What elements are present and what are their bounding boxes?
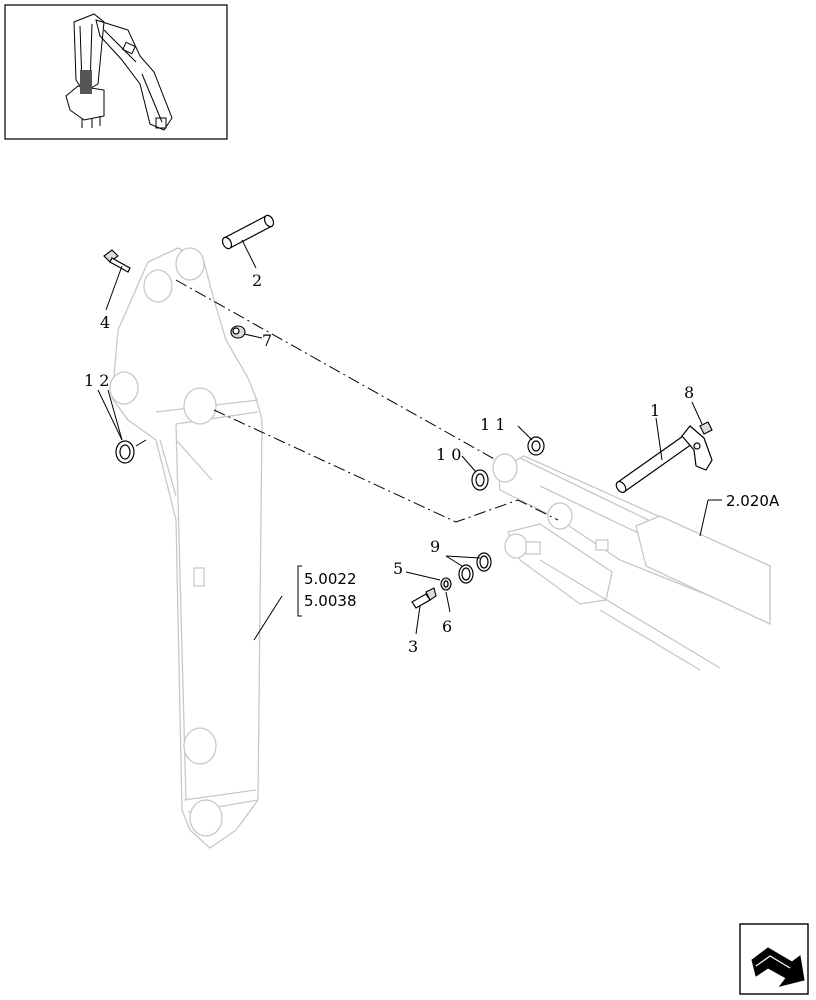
- callout-7: 7: [262, 331, 272, 350]
- leader-lines: [97, 239, 722, 641]
- callout-8: 8: [684, 383, 694, 402]
- dipper-arm-ghost: [109, 247, 263, 849]
- excavator-arm-thumbnail-icon: [65, 13, 173, 131]
- pin-part-1[interactable]: [614, 425, 713, 494]
- washer-part-10[interactable]: [471, 469, 489, 491]
- next-page-arrow-icon[interactable]: [739, 923, 809, 995]
- centerline-lower-pin: [213, 409, 559, 523]
- callout-9: 9: [430, 537, 440, 556]
- reference-5-0038[interactable]: 5.0038: [304, 592, 357, 610]
- bolt-part-8[interactable]: [699, 421, 713, 435]
- washers-part-9[interactable]: [458, 552, 492, 584]
- callout-2: 2: [252, 271, 262, 290]
- callout-3: 3: [408, 637, 418, 656]
- washer-part-11[interactable]: [527, 436, 545, 456]
- callout-5: 5: [393, 559, 403, 578]
- callout-1: 1: [650, 401, 660, 420]
- washer-part-12[interactable]: [115, 440, 135, 464]
- callout-11: 1 1: [480, 415, 505, 434]
- callout-4: 4: [100, 313, 110, 332]
- callout-12: 1 2: [84, 371, 109, 390]
- thumbnail-panel[interactable]: [4, 4, 228, 140]
- bushing-part-7[interactable]: [230, 325, 246, 339]
- thumbnail-frame: [4, 4, 228, 140]
- boom-ghost: [492, 453, 771, 671]
- callout-10: 1 0: [436, 445, 461, 464]
- bolt-part-4[interactable]: [103, 249, 131, 273]
- reference-2-020a[interactable]: 2.020A: [726, 492, 780, 510]
- bolt-part-3[interactable]: [411, 587, 437, 609]
- washer-part-6[interactable]: [440, 577, 452, 591]
- pin-part-2[interactable]: [221, 214, 276, 250]
- centerline-upper-pin: [175, 279, 497, 461]
- callout-6: 6: [442, 617, 452, 636]
- reference-5-0022[interactable]: 5.0022: [304, 570, 357, 588]
